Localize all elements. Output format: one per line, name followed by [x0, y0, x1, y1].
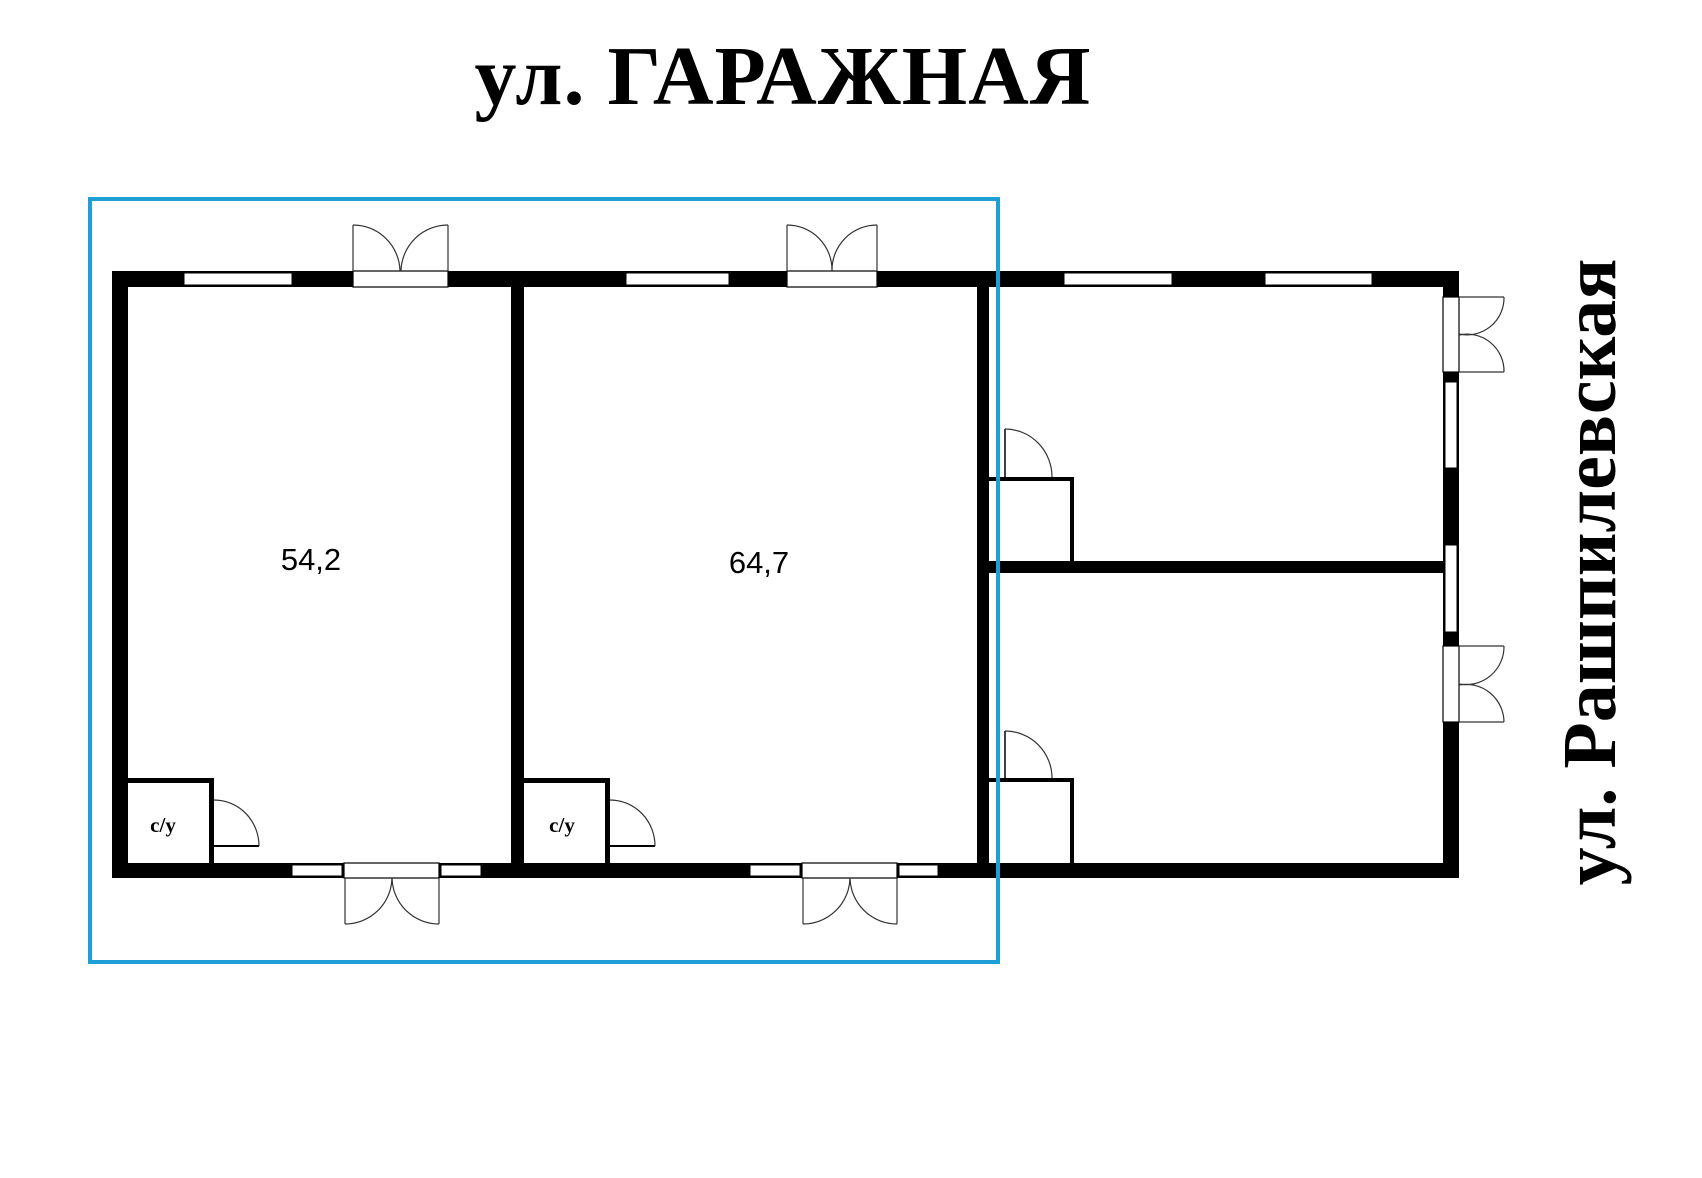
wc-1-door [213, 799, 260, 847]
top-door-2 [786, 224, 878, 288]
wc-1: с/у [128, 778, 260, 863]
room-2-area: 64,7 [729, 545, 789, 580]
top-door-1 [352, 224, 449, 288]
street-label-garazhnaya: ул. ГАРАЖНАЯ [474, 30, 1092, 123]
wc-2-door [609, 799, 656, 847]
wc-2: с/у [524, 778, 656, 863]
right-door-2 [1442, 645, 1505, 723]
small-room-upper [989, 428, 1074, 561]
small-room-lower-door [1004, 730, 1053, 779]
partition-walls [511, 287, 1443, 863]
small-room-lower [989, 730, 1074, 863]
small-room-upper-door [1004, 428, 1053, 478]
bottom-windows [291, 864, 939, 877]
bottom-door-1 [343, 862, 440, 925]
wc-1-label: с/у [150, 813, 176, 837]
wc-2-label: с/у [549, 813, 575, 837]
room-1-area: 54,2 [281, 542, 341, 577]
right-door-1 [1442, 296, 1505, 373]
top-windows [183, 272, 1373, 286]
right-windows [1444, 381, 1458, 633]
highlight-selection-frame [88, 197, 1000, 964]
bottom-door-2 [801, 862, 898, 925]
